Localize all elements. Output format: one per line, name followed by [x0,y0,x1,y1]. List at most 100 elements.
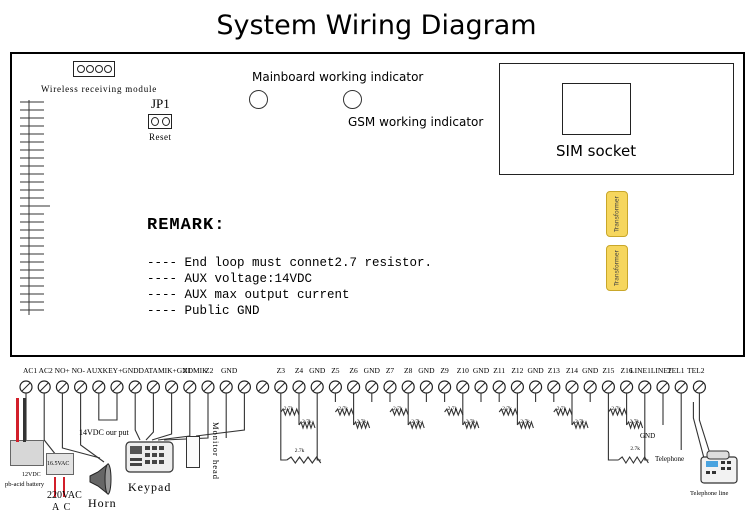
aux-output-bracket [98,402,118,421]
ac-transformer-label: 16.5VAC [47,461,70,467]
telephone-icon [700,450,738,484]
terminal-screw-slot [458,382,468,392]
resistor-label: 2.7k [295,448,305,454]
terminal-screw-slot [440,382,449,392]
resistor-label: 2.7k [630,419,640,425]
end-of-line-resistor [571,420,589,430]
terminal-header-tel2: TEL2 [687,366,705,375]
terminal-screw-slot [39,382,49,392]
terminal-label: GND [418,366,435,375]
mainboard-outline [10,52,745,357]
mainboard-indicator-led [249,90,268,109]
terminal-screw-slot [294,382,304,392]
telephone-label: Telephone [655,455,685,463]
zone-lead [316,402,321,461]
resistor-label: 2.7k [575,419,585,425]
resistor-label: 2.7k [338,406,348,412]
mainboard-indicator-label: Mainboard working indicator [252,70,424,84]
terminal-label: Z16 [620,366,633,375]
terminal-screw-slot [240,382,249,392]
battery-voltage-label: 12VDC [22,472,41,478]
end-of-line-resistor [298,420,316,430]
wireless-module-label: Wireless receiving module [41,84,158,94]
terminal-screw-slot [640,382,650,392]
terminal-screw-slot [58,382,67,392]
terminal-label: Z15 [602,366,615,375]
monitor-head-label: Monitor head [211,422,221,481]
terminal-label: GND [582,366,599,375]
terminal-header-z1: Z1 [183,366,192,375]
end-of-line-resistor [389,407,409,417]
terminal-screw-slot [658,382,668,392]
ac-wire [43,402,57,456]
terminal-screw-slot [604,382,613,392]
sim-socket-slot [562,83,631,135]
terminal-header-tel1: TEL1 [667,366,685,375]
resistor-label: 2.7k [520,419,530,425]
resistor-label: 2.7k [284,406,294,412]
terminal-screw-slot [312,382,322,392]
end-of-line-resistor [334,407,355,417]
terminal-header-gnd: GND [221,366,238,375]
mains-ac-label: A C [52,502,71,513]
zone-lead [644,402,649,461]
gnd-label: GND [640,432,656,440]
terminal-screw-slot [349,382,358,392]
terminal-label: Z6 [349,366,358,375]
resistor-label: 2.7k [502,406,512,412]
terminal-screw-slot [94,382,104,392]
remark-line: ---- End loop must connet2.7 resistor. [147,256,433,270]
telephone-line-label: Telephone line [690,490,729,497]
remark-title: REMARK: [147,216,226,235]
terminal-label: Z3 [276,366,285,375]
keypad-icon [125,441,174,473]
battery-graphic [10,440,44,466]
terminal-label: Z12 [511,366,524,375]
horn-icon [89,462,112,496]
zone-lead [280,402,287,461]
terminal-label: Z14 [565,366,579,375]
gsm-indicator-led [343,90,362,109]
resistor-label: 2.7k [557,406,567,412]
terminal-screw-slot [331,382,340,392]
terminal-screw-slot [422,382,431,392]
terminal-label: Z13 [547,366,560,375]
battery-terminal-black [23,398,26,442]
terminal-screw-slot [258,382,267,392]
sim-socket-label: SIM socket [556,142,637,160]
resistor-label: 2.7k [357,419,367,425]
ac-wire-red-1 [54,477,56,497]
aux-output-label: 14VDC our put [79,428,129,437]
monitor-wire [195,402,245,437]
ac-transformer-graphic [46,453,74,475]
telephone-wire [692,402,706,463]
horn-label: Horn [88,496,117,510]
transformer-1: Transformer [606,191,628,237]
end-of-line-resistor [353,420,371,430]
terminal-screw-slot [185,382,195,392]
keypad-wire [134,402,141,441]
terminal-header-group1: AC1 AC2 NO+ NO- AUXKEY+GNDDATAMIK+GNDMIK [23,366,208,375]
terminal-screw-slot [167,382,176,392]
end-of-line-resistor [607,407,628,417]
resistor-label: 2.7k [448,406,458,412]
terminal-label: Z5 [331,366,340,375]
keypad-wire [163,402,209,441]
terminal-screw-slot [476,382,486,392]
end-of-line-resistor [498,407,518,417]
terminal-screw-slot [367,382,377,392]
terminal-screw-slot [531,382,540,392]
terminal-label: Z9 [440,366,449,375]
terminal-screw-slot [21,382,31,392]
terminal-screw-slot [76,382,85,392]
end-of-line-resistor [626,420,644,430]
keypad-wire [157,402,191,441]
sim-socket-area [499,63,734,175]
end-of-line-resistor [462,420,480,430]
terminal-label: GND [472,366,490,375]
wireless-module-connector [73,61,115,77]
remark-line: ---- Public GND [147,304,260,318]
terminal-screw-slot [549,382,559,392]
keypad-wire [151,402,173,441]
mains-voltage-label: 220VAC [47,490,82,501]
